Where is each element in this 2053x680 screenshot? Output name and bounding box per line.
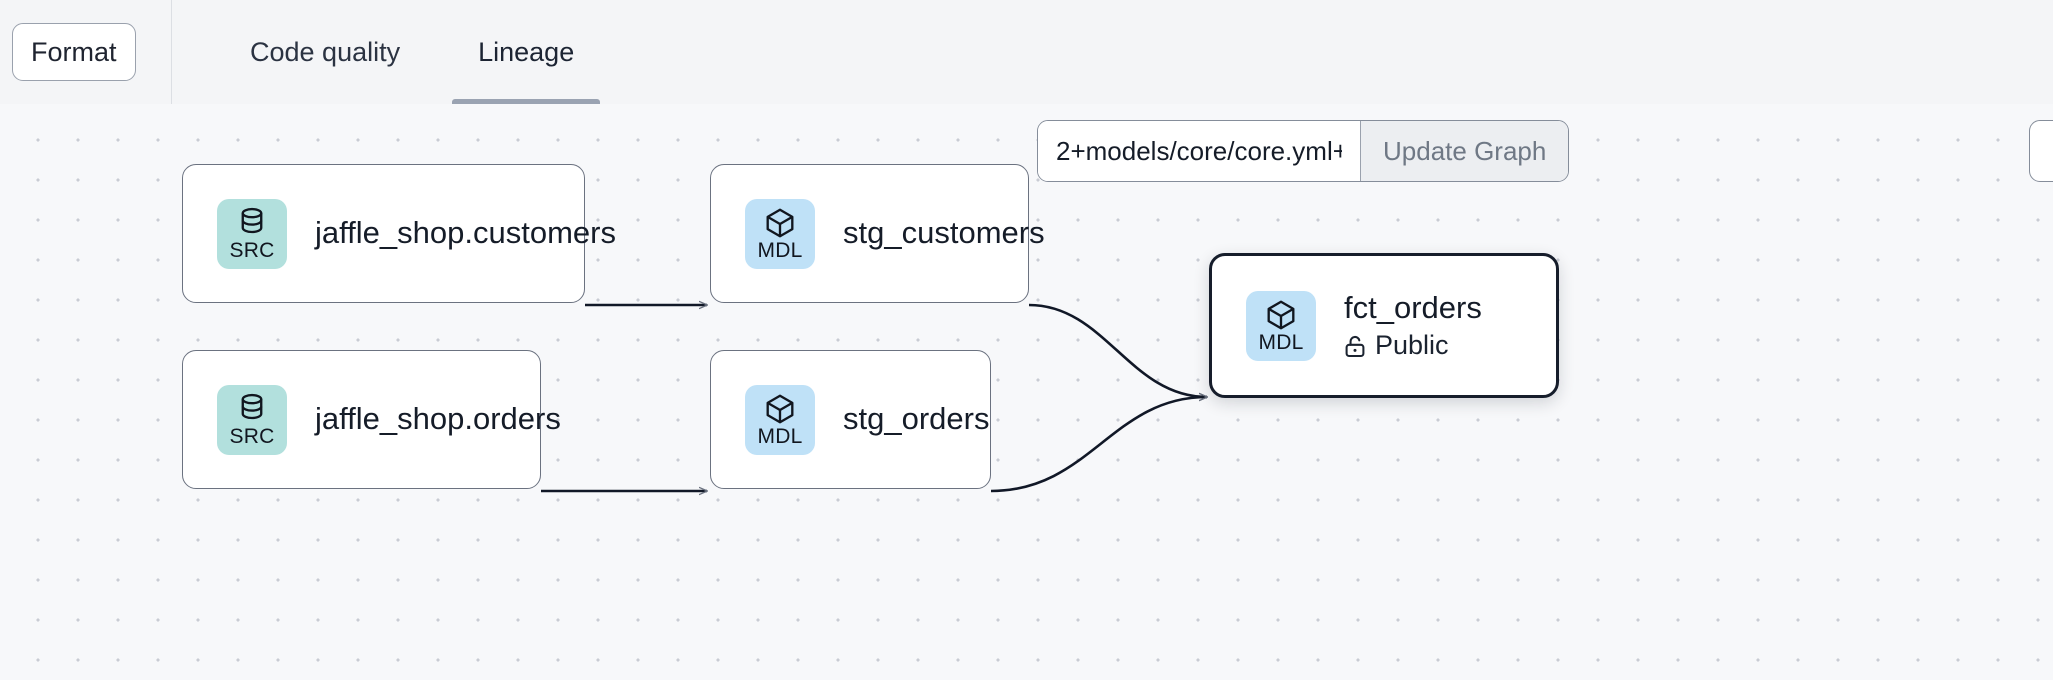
node-title: stg_customers [843,215,1045,251]
node-body: stg_customers [843,215,1045,252]
toolbar-left-group: Format [0,0,172,104]
node-visibility-label: Public [1375,330,1449,361]
lineage-node-stg-customers[interactable]: MDL stg_customers [710,164,1045,303]
lineage-node-stg-orders[interactable]: MDL stg_orders [710,350,991,489]
edge-stg-orders-fct-orders [990,397,1207,493]
lineage-edges [541,104,2053,680]
cube-icon [1267,300,1295,329]
update-graph-button[interactable]: Update Graph [1360,121,1569,181]
tab-lineage[interactable]: Lineage [452,0,601,104]
node-title: jaffle_shop.orders [315,401,561,437]
lineage-node-jaffle-shop-orders[interactable]: SRC jaffle_shop.orders [182,350,561,489]
tab-code-quality[interactable]: Code quality [250,36,401,67]
src-badge-label: SRC [229,424,275,448]
database-icon [241,207,263,233]
cube-icon [766,208,794,237]
mdl-badge-label: MDL [757,424,803,448]
mdl-badge: MDL [745,198,815,269]
mdl-badge: MDL [745,384,815,455]
editor-toolbar: Format Code quality Lineage [0,0,2053,104]
format-button[interactable]: Format [12,23,136,81]
src-badge: SRC [217,384,287,455]
graph-selector-control: Update Graph [1037,120,1570,182]
node-title: stg_orders [843,401,990,437]
graph-toolbar-overflow-control[interactable] [2029,120,2053,182]
mdl-badge-label: MDL [757,238,803,262]
node-body: jaffle_shop.orders [315,401,561,438]
node-visibility: Public [1344,330,1482,361]
node-body: stg_orders [843,401,989,438]
tab-bar: Code quality Lineage [172,0,601,104]
src-badge-label: SRC [229,238,275,262]
lineage-canvas[interactable]: SRC jaffle_shop.customers SRC jaffle_sho… [0,104,2053,680]
node-body: fct_orders Public [1344,290,1482,362]
lineage-node-jaffle-shop-customers[interactable]: SRC jaffle_shop.customers [182,164,616,303]
cube-icon [766,394,794,423]
mdl-badge-label: MDL [1258,330,1304,354]
graph-selector-input[interactable] [1038,121,1360,181]
node-title: fct_orders [1344,289,1482,325]
node-body: jaffle_shop.customers [315,215,616,252]
edge-stg-customers-fct-orders [1028,303,1207,397]
database-icon [241,393,263,419]
mdl-badge: MDL [1246,290,1316,361]
node-title: jaffle_shop.customers [315,215,616,251]
unlock-icon [1345,335,1365,357]
lineage-node-fct-orders[interactable]: MDL fct_orders Public [1209,253,1559,398]
src-badge: SRC [217,198,287,269]
